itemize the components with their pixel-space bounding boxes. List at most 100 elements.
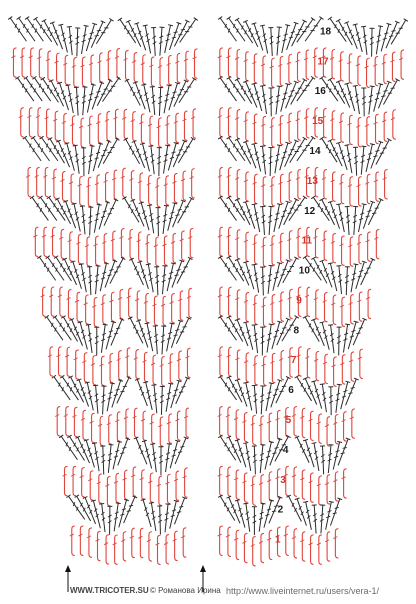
stitch-symbol (162, 204, 169, 234)
chain-stitch-symbol (334, 528, 339, 559)
stitch-symbol (234, 137, 252, 165)
chain-stitch-symbol (140, 113, 145, 144)
stitch-symbol (102, 137, 120, 164)
stitch-symbol (226, 495, 241, 524)
stitch-symbol (259, 85, 268, 115)
row-number: 6 (288, 385, 294, 396)
stitch-symbol (360, 257, 376, 286)
chain-stitch-symbol (341, 235, 345, 266)
chain-stitch-symbol (262, 296, 267, 328)
chain-stitch-symbol (262, 115, 267, 147)
chain-stitch-symbol (104, 171, 109, 203)
chain-stitch-symbol (351, 408, 355, 439)
chain-stitch-symbol (183, 110, 188, 142)
stitch-symbol (328, 324, 335, 354)
stitch-symbol (251, 82, 263, 112)
stitch-symbol (264, 440, 274, 470)
stitch-symbol (39, 135, 59, 162)
chain-stitch-symbol (182, 170, 187, 201)
chain-stitch-symbol (99, 52, 103, 83)
chain-stitch-symbol (159, 57, 164, 88)
chain-stitch-symbol (82, 409, 87, 441)
chain-stitch-symbol (91, 412, 95, 444)
stitch-symbol (274, 144, 282, 174)
chain-stitch-symbol (297, 227, 302, 259)
chain-stitch-symbol (109, 352, 114, 384)
stitch-symbol (319, 75, 339, 102)
stitch-symbol (45, 255, 65, 281)
stitch-symbol (117, 17, 137, 44)
stitch-layer (7, 16, 409, 567)
stitch-symbol (172, 199, 186, 228)
chain-stitch-symbol (73, 56, 77, 88)
chain-stitch-symbol (254, 294, 258, 326)
chain-stitch-symbol (332, 232, 336, 264)
chain-stitch-symbol (141, 469, 145, 500)
chain-stitch-symbol (132, 111, 136, 142)
row-number: 18 (320, 26, 332, 37)
row-number: 10 (299, 266, 311, 277)
stitch-symbol (104, 259, 118, 288)
chain-stitch-symbol (46, 108, 50, 139)
chain-stitch-symbol (280, 232, 284, 264)
stitch-symbol (243, 19, 259, 48)
chain-stitch-symbol (219, 107, 223, 138)
chain-stitch-symbol (334, 413, 339, 445)
chain-stitch-symbol (43, 226, 47, 258)
chain-stitch-symbol (178, 350, 182, 381)
stitch-symbol (161, 265, 168, 295)
stitch-symbol (268, 495, 283, 524)
stitch-symbol (74, 494, 92, 522)
chain-stitch-symbol (219, 465, 223, 497)
chain-stitch-symbol (148, 174, 152, 206)
chain-stitch-symbol (254, 234, 258, 265)
stitch-symbol (111, 379, 124, 408)
chain-stitch-symbol (262, 55, 267, 86)
chain-stitch-symbol (227, 406, 231, 437)
chain-stitch-symbol (171, 293, 175, 324)
stitch-symbol (147, 204, 155, 234)
stitch-symbol (336, 265, 343, 295)
chain-stitch-symbol (228, 346, 232, 378)
stitch-symbol (158, 26, 165, 56)
chain-stitch-symbol (59, 286, 63, 317)
stitch-symbol (217, 195, 237, 221)
stitch-symbol (88, 145, 95, 175)
row-number: 9 (296, 295, 302, 306)
stitch-symbol (302, 438, 315, 468)
chain-stitch-symbol (76, 291, 81, 323)
stitch-symbol (103, 198, 119, 226)
chain-stitch-symbol (271, 57, 275, 89)
chain-stitch-symbol (366, 115, 370, 147)
chain-stitch-symbol (132, 466, 137, 497)
stitch-symbol (41, 18, 59, 46)
chain-stitch-symbol (153, 295, 158, 326)
stitch-symbol (177, 136, 196, 164)
chain-stitch-symbol (236, 229, 241, 260)
chain-stitch-symbol (235, 409, 240, 440)
chain-stitch-symbol (245, 291, 250, 323)
chain-stitch-symbol (118, 350, 122, 381)
stitch-symbol (290, 78, 308, 105)
stitch-symbol (226, 16, 246, 42)
stitch-symbol (166, 262, 176, 292)
chain-stitch-symbol (120, 227, 125, 259)
chain-stitch-symbol (34, 226, 39, 258)
chain-stitch-symbol (323, 230, 328, 261)
stitch-symbol (175, 316, 192, 344)
row-number: 13 (307, 176, 319, 187)
stitch-symbol (73, 86, 80, 116)
stitch-symbol (110, 317, 125, 346)
stitch-symbol (294, 435, 310, 463)
chain-stitch-symbol (297, 169, 301, 200)
stitch-symbol (260, 205, 266, 235)
chain-stitch-symbol (305, 49, 310, 80)
stitch-symbol (70, 260, 82, 289)
chain-stitch-symbol (383, 111, 388, 142)
chain-stitch-symbol (172, 232, 177, 264)
chain-stitch-symbol (102, 294, 106, 325)
stitch-symbol (291, 19, 308, 47)
stitch-symbol (100, 445, 106, 475)
stitch-symbol (143, 381, 153, 410)
row-number: 1 (275, 535, 281, 546)
